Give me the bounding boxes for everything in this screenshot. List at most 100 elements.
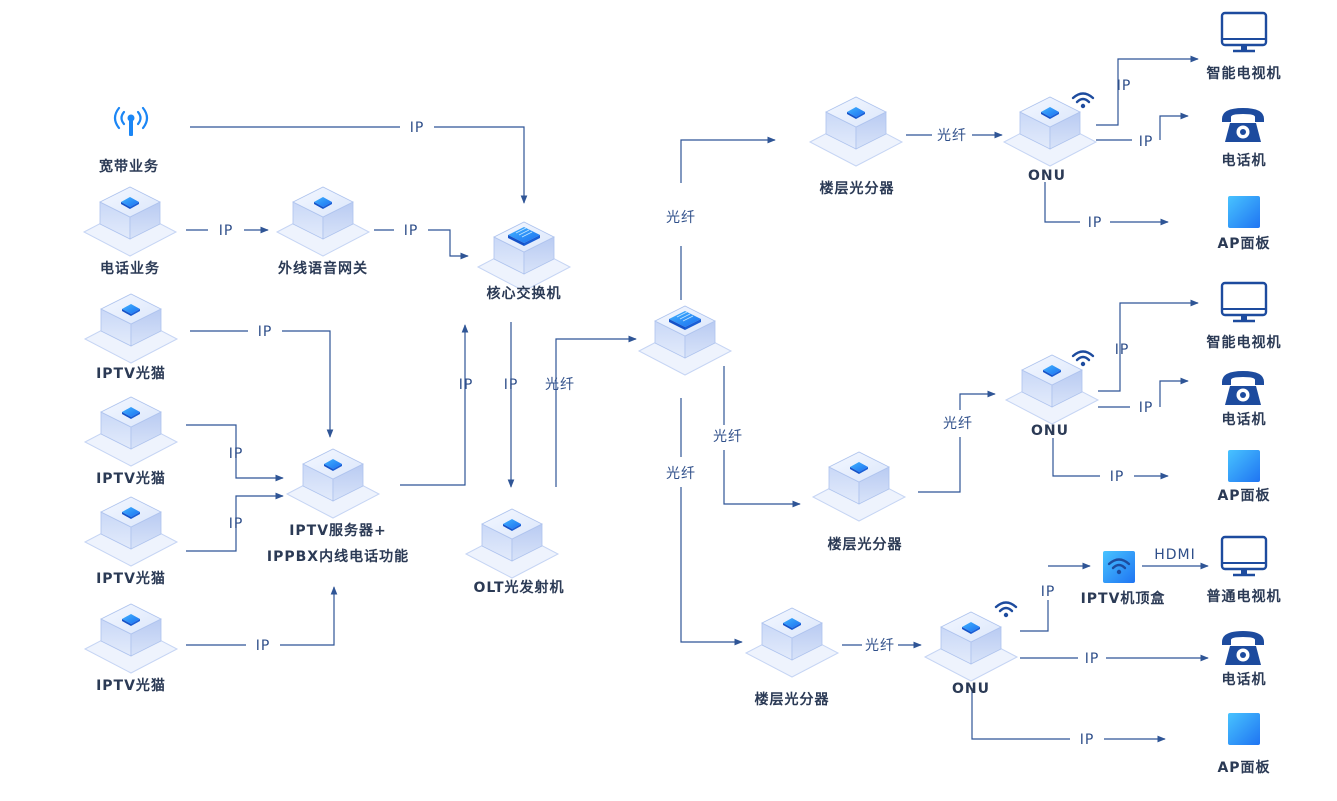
voice-gateway-node: 外线语音网关 — [276, 186, 370, 277]
edge-label-ip: IP — [1080, 732, 1095, 748]
voice-gateway-label: 外线语音网关 — [278, 260, 368, 277]
device-box-icon — [812, 451, 906, 522]
edge-label-ip: IP — [219, 223, 234, 239]
main-splitter-node — [638, 305, 732, 376]
ap-panel-node-3: AP面板 — [1217, 713, 1270, 776]
device-box-icon — [465, 508, 559, 579]
iptv-modem-label: IPTV光猫 — [96, 677, 166, 694]
onu-label: ONU — [952, 681, 990, 697]
edge-labels: IP IP IP IP IP IP IP IP IP 光纤 光纤 光纤 光纤 光… — [219, 78, 1196, 748]
edge-label-ip: IP — [459, 377, 474, 393]
telephone-label: 电话机 — [1222, 671, 1267, 688]
olt-label: OLT光发射机 — [473, 579, 564, 596]
edge-label-ip: IP — [1041, 584, 1056, 600]
phone-service-label: 电话业务 — [100, 260, 160, 277]
onu-node-1: ONU — [1003, 92, 1097, 184]
wifi-icon — [994, 601, 1018, 619]
telephone-label: 电话机 — [1222, 411, 1267, 428]
device-box-icon — [84, 496, 178, 567]
switch-icon — [477, 221, 571, 292]
telephone-icon — [1222, 108, 1264, 142]
iptv-stb-node: IPTV机顶盒 — [1081, 551, 1166, 607]
iptv-modem-label: IPTV光猫 — [96, 570, 166, 587]
ap-panel-node-2: AP面板 — [1217, 450, 1270, 504]
onu-node-2: ONU — [1005, 350, 1099, 439]
edge-label-ip: IP — [258, 324, 273, 340]
telephone-node-1: 电话机 — [1222, 108, 1267, 169]
normal-tv-node: 普通电视机 — [1207, 535, 1282, 605]
telephone-icon — [1222, 631, 1264, 665]
iptv-server-label-line2: IPPBX内线电话功能 — [267, 548, 409, 565]
iptv-modem-node-3: IPTV光猫 — [84, 496, 178, 587]
monitor-icon — [1220, 535, 1268, 577]
edge-label-fiber: 光纤 — [666, 210, 696, 226]
edge-label-hdmi: HDMI — [1154, 547, 1196, 563]
device-box-icon — [84, 603, 178, 674]
floor-splitter-node-1: 楼层光分器 — [809, 96, 903, 197]
smart-tv-node-1: 智能电视机 — [1206, 11, 1282, 82]
broadband-label: 宽带业务 — [99, 158, 159, 175]
edge-label-fiber: 光纤 — [865, 638, 895, 654]
wifi-icon — [1071, 92, 1095, 110]
telephone-node-2: 电话机 — [1222, 371, 1267, 428]
switch-icon — [638, 305, 732, 376]
iptv-modem-label: IPTV光猫 — [96, 365, 166, 382]
iptv-modem-node-4: IPTV光猫 — [84, 603, 178, 694]
core-switch-label: 核心交换机 — [487, 285, 562, 302]
edge-label-ip: IP — [410, 120, 425, 136]
iptv-stb-label: IPTV机顶盒 — [1081, 590, 1166, 607]
monitor-icon — [1220, 11, 1268, 53]
edge-label-ip: IP — [1117, 78, 1132, 94]
onu-node-3: ONU — [924, 601, 1018, 697]
ap-panel-label: AP面板 — [1217, 759, 1270, 776]
floor-splitter-label: 楼层光分器 — [820, 180, 895, 197]
ap-panel-label: AP面板 — [1217, 235, 1270, 252]
monitor-icon — [1220, 281, 1268, 323]
smart-tv-label: 智能电视机 — [1206, 65, 1282, 82]
telephone-icon — [1222, 371, 1264, 405]
device-box-icon — [286, 448, 380, 519]
telephone-node-3: 电话机 — [1222, 631, 1267, 688]
antenna-icon — [113, 106, 149, 136]
telephone-label: 电话机 — [1222, 152, 1267, 169]
ap-panel-label: AP面板 — [1217, 487, 1270, 504]
device-box-icon — [809, 96, 903, 167]
edge-label-ip: IP — [1085, 651, 1100, 667]
device-box-icon — [745, 607, 839, 678]
normal-tv-label: 普通电视机 — [1207, 588, 1282, 605]
floor-splitter-node-2: 楼层光分器 — [812, 451, 906, 553]
ap-panel-icon — [1228, 713, 1260, 745]
edge-label-fiber: 光纤 — [713, 429, 743, 445]
iptv-server-node: IPTV服务器+ IPPBX内线电话功能 — [267, 448, 409, 565]
device-box-icon — [83, 186, 177, 257]
ap-panel-icon — [1228, 196, 1260, 228]
edge-label-ip: IP — [1088, 215, 1103, 231]
phone-service-node: 电话业务 — [83, 186, 177, 277]
floor-splitter-label: 楼层光分器 — [828, 536, 903, 553]
edge-label-fiber: 光纤 — [943, 416, 973, 432]
ap-panel-node-1: AP面板 — [1217, 196, 1270, 252]
edge-label-ip: IP — [229, 516, 244, 532]
edge-label-fiber: 光纤 — [937, 128, 967, 144]
edge-label-ip: IP — [1139, 134, 1154, 150]
edge-label-fiber: 光纤 — [545, 377, 575, 393]
device-box-icon — [84, 396, 178, 467]
connection-lines — [186, 55, 1209, 743]
broadband-node: 宽带业务 — [99, 106, 159, 175]
set-top-box-icon — [1103, 551, 1135, 583]
edge-label-ip: IP — [1110, 469, 1125, 485]
olt-node: OLT光发射机 — [465, 508, 564, 596]
floor-splitter-node-3: 楼层光分器 — [745, 607, 839, 708]
onu-label: ONU — [1031, 423, 1069, 439]
iptv-server-label-line1: IPTV服务器+ — [289, 522, 387, 539]
floor-splitter-label: 楼层光分器 — [755, 691, 830, 708]
wifi-icon — [1071, 350, 1095, 368]
iptv-modem-label: IPTV光猫 — [96, 470, 166, 487]
edge-label-ip: IP — [256, 638, 271, 654]
edge-label-ip: IP — [504, 377, 519, 393]
onu-label: ONU — [1028, 168, 1066, 184]
edge-label-ip: IP — [1115, 342, 1130, 358]
edge-label-fiber: 光纤 — [666, 466, 696, 482]
